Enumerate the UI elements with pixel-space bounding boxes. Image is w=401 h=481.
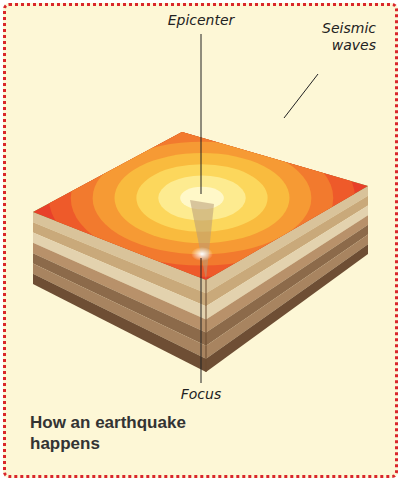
seismic-wave-ring — [49, 119, 355, 277]
rock-layer — [33, 274, 206, 372]
caption: How an earthquake happens — [30, 412, 220, 454]
rock-layer — [33, 263, 206, 358]
fault-cut — [190, 200, 214, 280]
part-label: Seismic waves — [296, 20, 376, 54]
seismic-wave-ring — [27, 108, 377, 288]
leader-line — [284, 74, 318, 118]
part-label: Focus — [181, 386, 221, 403]
focus-point — [191, 247, 213, 261]
leader-line — [201, 34, 202, 194]
leader-line — [201, 258, 202, 383]
fault-line — [206, 280, 207, 372]
part-label: Epicenter — [168, 12, 235, 29]
